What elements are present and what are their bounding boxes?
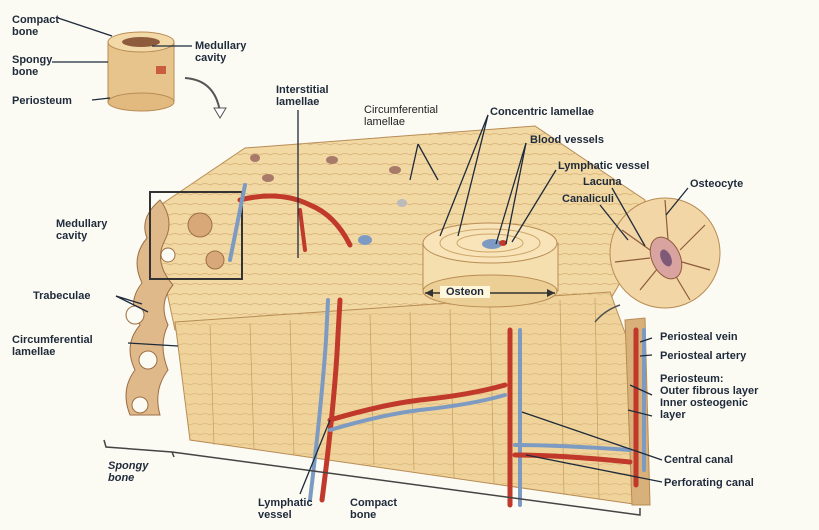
label-circumferential-lamellae-top: Circumferential lamellae bbox=[364, 104, 438, 128]
small-canal bbox=[358, 235, 372, 245]
label-periosteal-artery: Periosteal artery bbox=[660, 350, 746, 362]
label-perforating-canal: Perforating canal bbox=[664, 477, 754, 489]
label-circumferential-lamellae-left: Circumferential lamellae bbox=[12, 334, 93, 358]
whole-bone-cylinder bbox=[108, 32, 174, 111]
label-osteocyte: Osteocyte bbox=[690, 178, 743, 190]
label-medullary-cavity-top: Medullary cavity bbox=[195, 40, 246, 64]
label-periosteum-top: Periosteum bbox=[12, 95, 72, 107]
label-spongy-bone-top: Spongy bone bbox=[12, 54, 52, 78]
label-lymphatic-vessel-top: Lymphatic vessel bbox=[558, 160, 649, 172]
label-periosteal-vein: Periosteal vein bbox=[660, 331, 738, 343]
label-blood-vessels: Blood vessels bbox=[530, 134, 604, 146]
label-medullary-cavity-left: Medullary cavity bbox=[56, 218, 107, 242]
label-periosteum-layers: Periosteum: Outer fibrous layer Inner os… bbox=[660, 373, 758, 421]
label-osteon: Osteon bbox=[440, 286, 490, 298]
label-canaliculi: Canaliculi bbox=[562, 193, 614, 205]
label-trabeculae: Trabeculae bbox=[33, 290, 90, 302]
label-concentric-lamellae: Concentric lamellae bbox=[490, 106, 594, 118]
label-compact-bone-top: Compact bone bbox=[12, 14, 59, 38]
label-lacuna: Lacuna bbox=[583, 176, 622, 188]
label-compact-bone-bottom: Compact bone bbox=[350, 497, 397, 521]
zoom-arrow bbox=[185, 78, 220, 112]
label-central-canal: Central canal bbox=[664, 454, 733, 466]
label-interstitial-lamellae: Interstitial lamellae bbox=[276, 84, 329, 108]
label-lymphatic-vessel-bottom: Lymphatic vessel bbox=[258, 497, 313, 521]
label-spongy-bone-bottom: Spongy bone bbox=[108, 460, 148, 484]
